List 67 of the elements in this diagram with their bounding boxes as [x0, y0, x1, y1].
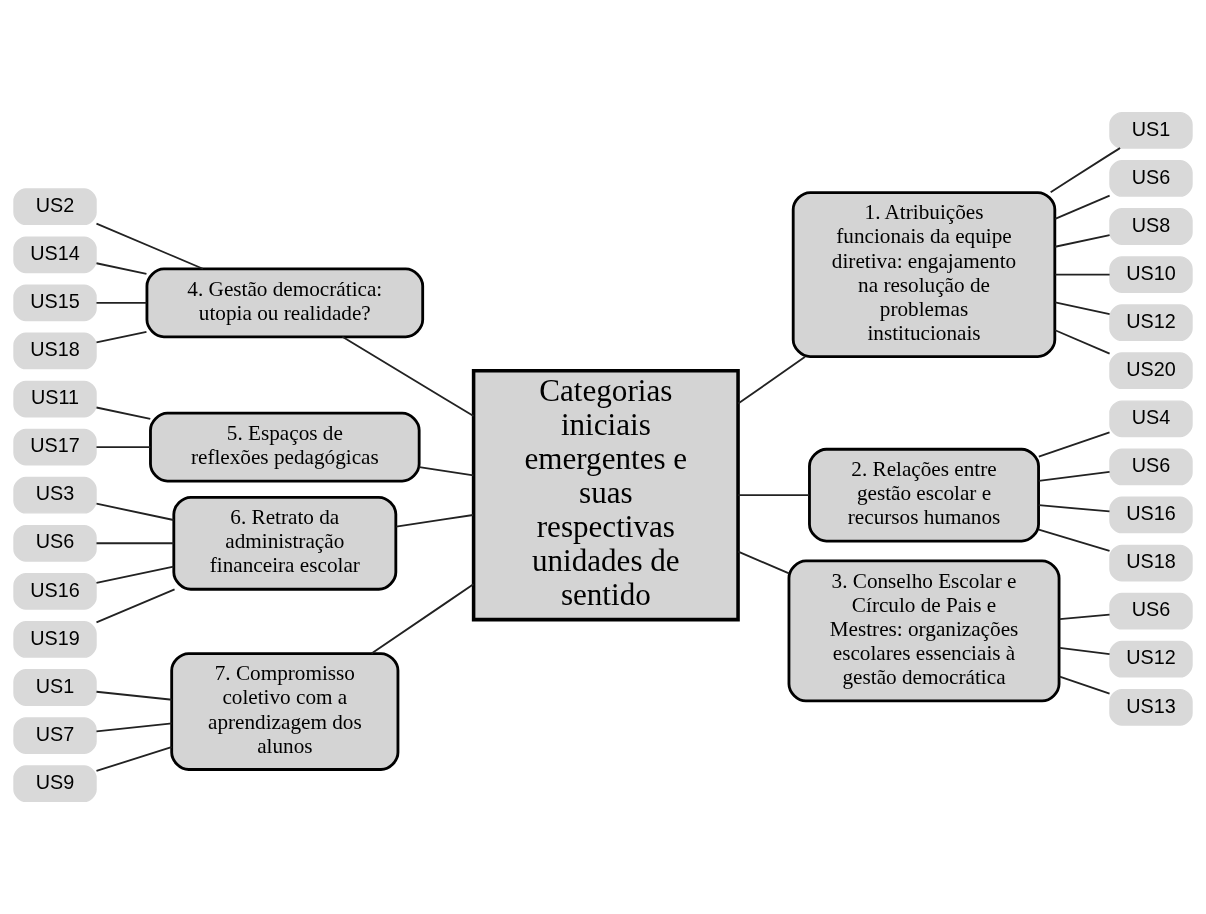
- connector: [1054, 194, 1111, 220]
- connector: [395, 514, 474, 528]
- connector: [1058, 613, 1111, 620]
- node-box: US14: [13, 236, 97, 274]
- connector: [737, 494, 810, 497]
- connector: [418, 466, 475, 477]
- node-box: US19: [13, 621, 97, 658]
- connector: [95, 406, 152, 420]
- connector: [1049, 147, 1121, 194]
- connector: [95, 301, 148, 304]
- node-box: US20: [1109, 352, 1193, 390]
- node-box: US10: [1109, 256, 1193, 293]
- node-box: US1: [13, 669, 97, 706]
- node-box: 4. Gestão democrática: utopia ou realidade?: [145, 267, 425, 339]
- connector: [1058, 646, 1111, 656]
- node-box: Categorias iniciais emergentes e suas respectivas unidades de sentido: [471, 368, 740, 622]
- node-box: US17: [13, 428, 97, 466]
- node-box: US8: [1109, 208, 1193, 245]
- connector: [95, 502, 175, 521]
- connector: [95, 542, 175, 545]
- connector: [737, 550, 790, 575]
- node-box: US12: [1109, 304, 1193, 342]
- node-box: US18: [1109, 544, 1193, 582]
- node-box: US4: [1109, 400, 1193, 438]
- node-box: US18: [13, 332, 97, 370]
- connector: [95, 722, 173, 733]
- connector: [1037, 431, 1111, 458]
- connector: [1037, 528, 1111, 552]
- node-box: US6: [1109, 592, 1193, 630]
- node-box: US12: [1109, 640, 1193, 678]
- node-box: 6. Retrato da administração financeira escolar: [172, 495, 398, 591]
- connector: [95, 222, 204, 270]
- connector: [95, 330, 148, 344]
- connector: [1054, 273, 1111, 276]
- connector: [737, 355, 806, 405]
- node-box: US15: [13, 284, 97, 322]
- node-box: US1: [1109, 111, 1193, 149]
- connector: [95, 565, 175, 584]
- node-box: US7: [13, 717, 97, 754]
- node-box: US6: [1109, 448, 1193, 486]
- connector: [1054, 329, 1111, 355]
- node-box: US6: [1109, 160, 1193, 197]
- node-box: US16: [1109, 496, 1193, 534]
- node-box: 5. Espaços de reflexões pedagógicas: [149, 411, 421, 483]
- node-box: 2. Relações entre gestão escolar e recursos humanos: [808, 447, 1040, 543]
- node-box: US9: [13, 765, 97, 803]
- connector: [95, 690, 173, 701]
- node-box: US6: [13, 524, 97, 562]
- connector: [1054, 234, 1111, 248]
- node-box: 7. Compromisso coletivo com a aprendizagem dos alunos: [170, 652, 400, 771]
- connector: [1037, 471, 1111, 482]
- connector: [95, 746, 173, 772]
- connector: [1037, 504, 1111, 513]
- connector: [95, 588, 176, 624]
- node-box: US11: [13, 380, 97, 418]
- connector: [1058, 675, 1111, 695]
- connector: [95, 262, 148, 275]
- connector: [370, 583, 475, 655]
- node-box: US2: [13, 188, 97, 226]
- connector: [1054, 301, 1111, 315]
- connector: [341, 335, 475, 417]
- node-box: US3: [13, 476, 97, 514]
- connector: [95, 446, 152, 449]
- node-box: US16: [13, 572, 97, 610]
- node-box: US13: [1109, 688, 1193, 726]
- node-box: 3. Conselho Escolar e Círculo de Pais e Mestres: organizações escolares essenciais à gestão democrática: [787, 559, 1061, 703]
- node-box: 1. Atribuições funcionais da equipe diretiva: engajamento na resolução de problemas institucionais: [791, 191, 1057, 358]
